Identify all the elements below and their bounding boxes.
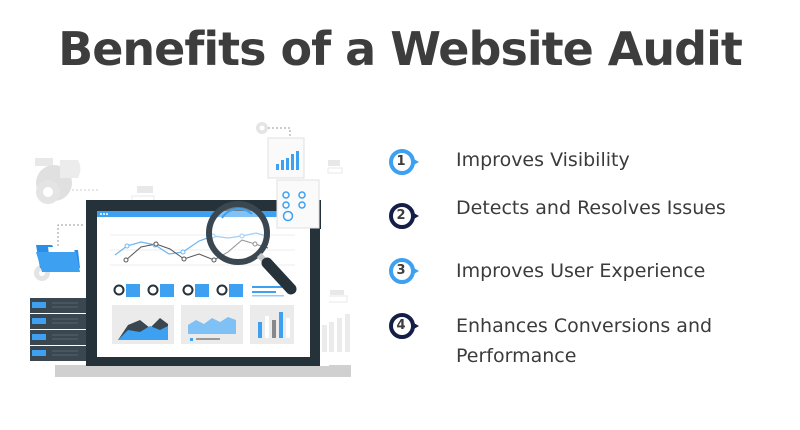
page-title: Benefits of a Website Audit: [58, 22, 743, 76]
badge-number: 1: [396, 154, 406, 169]
number-badge: 1: [388, 147, 419, 177]
benefit-item-1: 1 Improves Visibility: [388, 147, 630, 177]
background-decor: [35, 158, 348, 303]
benefit-item-2: 2 Detects and Resolves Issues: [388, 197, 726, 231]
folder-icon: [36, 245, 80, 272]
laptop-base: [55, 365, 351, 377]
benefit-label: Improves User Experience: [456, 260, 706, 282]
magnifying-glass-icon: [206, 201, 297, 295]
badge-circle-icon: [389, 203, 419, 229]
benefit-label: Detects and Resolves Issues: [456, 197, 726, 219]
benefit-label: Improves Visibility: [456, 149, 630, 171]
number-badge: 2: [388, 201, 419, 231]
badge-circle-icon: [389, 149, 419, 175]
badge-circle-icon: [389, 258, 419, 284]
number-badge: 4: [388, 311, 419, 341]
badge-circle-icon: [389, 313, 419, 339]
benefit-label-line-1: Enhances Conversions and: [456, 315, 713, 337]
benefit-label-line-2: Performance: [456, 345, 577, 367]
badge-number: 2: [396, 208, 406, 223]
badge-number: 3: [396, 263, 406, 278]
benefit-item-4: 4 Enhances Conversions and Performance: [388, 311, 712, 367]
bar-chart-icon: [322, 314, 350, 352]
mini-charts: [112, 305, 294, 344]
stat-widgets: [113, 284, 284, 297]
number-badge: 3: [388, 256, 419, 286]
benefit-item-3: 3 Improves User Experience: [388, 256, 705, 286]
server-rack-icon: [30, 298, 88, 361]
badge-number: 4: [396, 318, 406, 333]
report-document-icon: [267, 137, 320, 229]
